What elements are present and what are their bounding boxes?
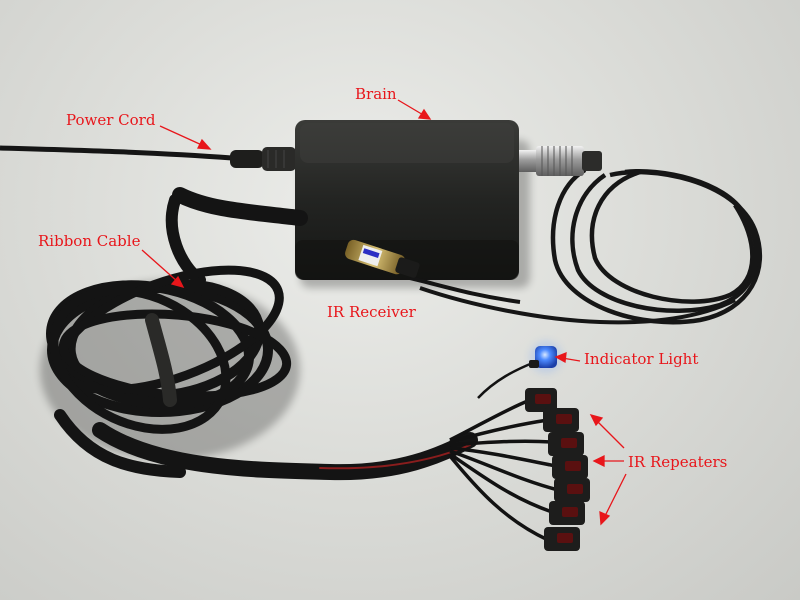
ir-repeaters (525, 388, 590, 551)
label-power-cord: Power Cord (66, 111, 156, 129)
metal-connector (515, 146, 602, 176)
indicator-led (529, 341, 562, 373)
brain-box (295, 120, 519, 280)
ir-receiver-unit (345, 239, 521, 304)
label-brain: Brain (355, 85, 397, 103)
power-cord (0, 145, 296, 171)
label-ribbon-cable: Ribbon Cable (38, 232, 141, 250)
coiled-cable (419, 168, 763, 325)
label-ir-receiver: IR Receiver (327, 303, 416, 321)
label-indicator-light: Indicator Light (584, 350, 699, 368)
annotation-arrows (141, 99, 627, 526)
repeater-wires (448, 360, 559, 542)
ribbon-cable-coil (46, 187, 478, 481)
label-ir-repeaters: IR Repeaters (628, 453, 728, 471)
